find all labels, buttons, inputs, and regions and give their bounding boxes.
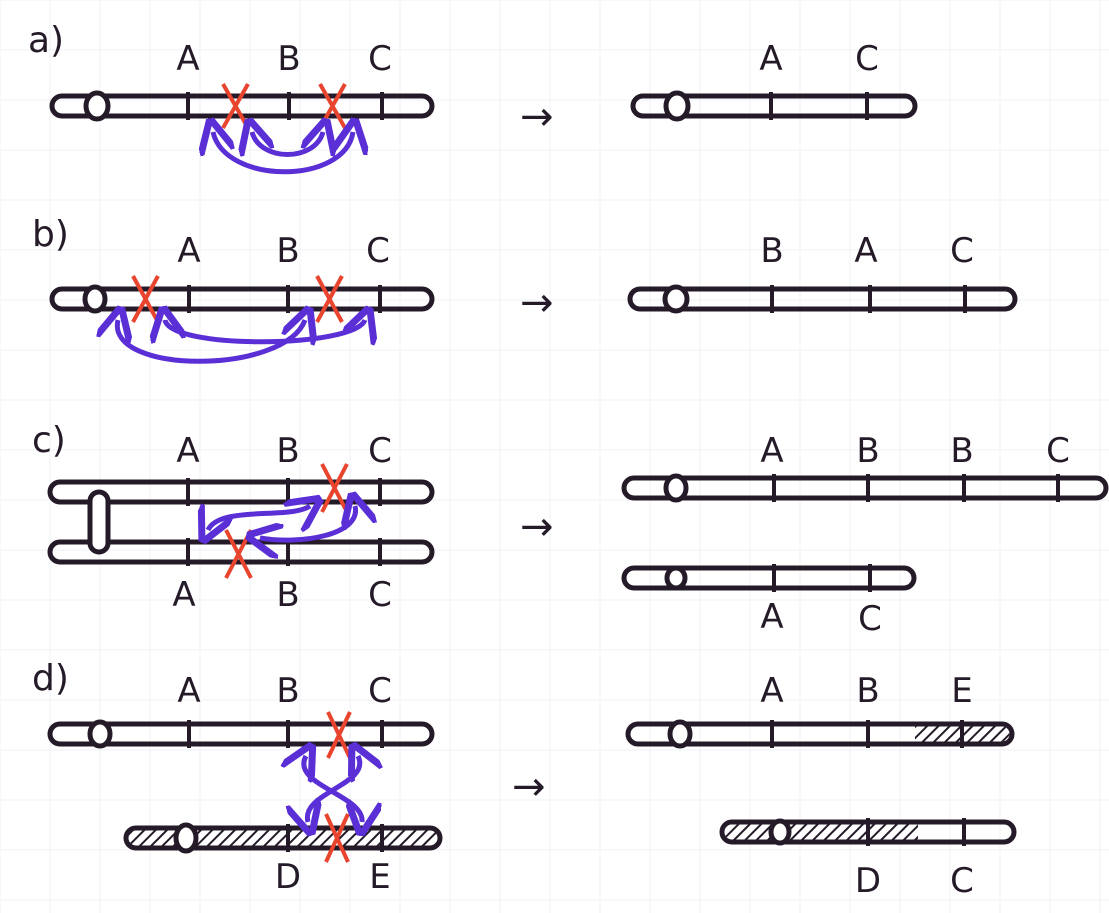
marker-label: A: [854, 231, 877, 271]
breakpoint-cross: [224, 529, 253, 579]
marker-label: B: [760, 231, 783, 271]
marker-label: D: [275, 857, 301, 897]
centromere: [87, 719, 113, 749]
marker-label: C: [855, 39, 879, 79]
breakpoint-cross: [221, 83, 250, 129]
marker-label: A: [176, 39, 199, 79]
panel-label: d): [32, 658, 69, 699]
marker-label: C: [366, 231, 390, 271]
panel-b: b) A B C → B A C: [32, 214, 1018, 364]
centromere: [173, 822, 199, 854]
marker-label: B: [276, 231, 299, 271]
marker-label: C: [368, 671, 392, 711]
breakpoint-cross: [326, 711, 352, 759]
chromosome: [627, 284, 1018, 314]
chromosome: [47, 719, 435, 749]
marker-label: B: [950, 431, 973, 471]
panel-label: c): [32, 420, 66, 461]
chromosome: [621, 473, 1109, 503]
marker-label: B: [276, 575, 299, 615]
marker-label: C: [950, 231, 974, 271]
centromere: [662, 284, 690, 314]
result-arrow: →: [520, 504, 554, 550]
centromere: [768, 818, 792, 846]
marker-label: E: [951, 671, 972, 711]
marker-label: A: [759, 39, 782, 79]
panel-d: d) A B C D E →: [32, 658, 1017, 901]
panel-a: a) A B C → A C: [28, 20, 918, 175]
marker-label: B: [276, 431, 299, 471]
marker-label: B: [856, 431, 879, 471]
exchange-arcs: [304, 756, 362, 822]
marker-label: C: [950, 861, 974, 901]
centromere: [664, 565, 688, 591]
marker-label: B: [856, 671, 879, 711]
centromere: [87, 489, 111, 555]
chromosome: [630, 90, 918, 122]
chromosome: [123, 822, 443, 854]
marker-label: D: [855, 861, 881, 901]
result-arrow: →: [520, 94, 554, 140]
breakpoint-cross: [320, 463, 349, 513]
marker-label: A: [760, 671, 783, 711]
centromere: [667, 719, 693, 749]
centromere: [663, 473, 689, 503]
marker-label: A: [177, 671, 200, 711]
centromere: [83, 90, 111, 122]
marker-label: A: [760, 597, 783, 637]
marker-label: C: [1046, 431, 1070, 471]
breakpoint-cross: [318, 83, 347, 129]
exchange-arcs: [213, 132, 353, 175]
marker-label: A: [172, 575, 195, 615]
panel-c: c) A B C A B C →: [32, 420, 1109, 639]
breakpoint-cross: [131, 275, 160, 323]
exchange-arcs: [208, 506, 356, 540]
centromere: [82, 284, 108, 314]
result-arrow: →: [512, 764, 546, 810]
panel-label: a): [28, 20, 64, 61]
marker-label: A: [177, 231, 200, 271]
marker-label: A: [176, 431, 199, 471]
marker-label: C: [368, 431, 392, 471]
marker-label: B: [276, 671, 299, 711]
marker-label: C: [858, 599, 882, 639]
marker-label: A: [760, 431, 783, 471]
chromosome: [621, 564, 917, 592]
exchange-arcs: [117, 320, 365, 364]
marker-label: C: [368, 575, 392, 615]
chromosome: [49, 284, 435, 314]
panel-label: b): [32, 214, 69, 255]
centromere: [663, 90, 691, 122]
marker-label: C: [368, 39, 392, 79]
breakpoint-cross: [315, 275, 344, 323]
chromosome: [719, 818, 1017, 846]
marker-label: B: [277, 39, 300, 79]
marker-label: E: [369, 857, 390, 897]
result-arrow: →: [520, 280, 554, 326]
chromosome: [625, 719, 1015, 749]
